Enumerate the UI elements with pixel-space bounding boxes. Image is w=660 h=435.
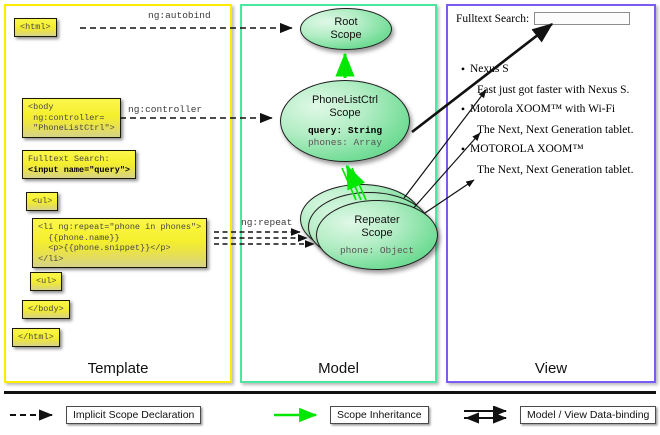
connector-label-repeat: ng:repeat bbox=[241, 217, 293, 228]
fulltext-search-input[interactable] bbox=[534, 12, 631, 25]
column-label-template: Template bbox=[87, 360, 149, 377]
scope-property-phones: phones: Array bbox=[307, 136, 383, 148]
bullet-icon: • bbox=[460, 102, 466, 116]
phonelistctrl-scope-properties: query: String phones: Array bbox=[308, 125, 382, 148]
view-search-row: Fulltext Search: bbox=[456, 12, 648, 25]
list-item[interactable]: • Nexus S Fast just got faster with Nexu… bbox=[456, 63, 648, 97]
phone-name: MOTOROLA XOOM™ bbox=[470, 143, 584, 155]
legend-label: Model / View Data-binding bbox=[520, 406, 657, 424]
repeater-scope-properties: phone: Object bbox=[340, 245, 414, 257]
phone-name-row: • MOTOROLA XOOM™ bbox=[456, 143, 648, 156]
phone-name: Nexus S bbox=[470, 63, 509, 75]
code-box-fulltext-search: Fulltext Search: <input name="query"> bbox=[22, 150, 137, 179]
code-box-ul-close: <ul> bbox=[30, 272, 63, 291]
legend-divider bbox=[4, 391, 656, 394]
legend-label: Implicit Scope Declaration bbox=[66, 406, 202, 424]
code-box-ul-open: <ul> bbox=[26, 192, 59, 211]
legend-item-implicit-scope-declaration: Implicit Scope Declaration bbox=[8, 406, 202, 424]
code-box-body-open: <body ng:controller= "PhoneListCtrl"> bbox=[22, 98, 121, 138]
column-label-model: Model bbox=[318, 360, 359, 377]
phone-snippet: The Next, Next Generation tablet. bbox=[477, 124, 634, 136]
connector-label-controller: ng:controller bbox=[128, 104, 203, 115]
legend-item-scope-inheritance: Scope Inheritance bbox=[272, 406, 429, 424]
phone-name: Motorola XOOM™ with Wi-Fi bbox=[470, 103, 616, 115]
list-item[interactable]: • MOTOROLA XOOM™ The Next, Next Generati… bbox=[456, 143, 648, 177]
green-arrow-icon bbox=[274, 407, 318, 423]
double-arrow-icon bbox=[464, 406, 507, 424]
bullet-icon: • bbox=[460, 62, 466, 76]
bullet-icon: • bbox=[460, 142, 466, 156]
phone-name-row: • Motorola XOOM™ with Wi-Fi bbox=[456, 103, 648, 116]
view-search-label: Fulltext Search: bbox=[456, 12, 530, 25]
scope-property-query: query: String bbox=[307, 125, 383, 136]
code-box-li-repeat: <li ng:repeat="phone in phones"> {{phone… bbox=[32, 218, 208, 268]
dashed-arrow-icon bbox=[10, 409, 53, 421]
code-box-html-open: <html> bbox=[14, 18, 57, 37]
scope-property-phone: phone: Object bbox=[339, 244, 415, 256]
search-box-label: Fulltext Search: bbox=[28, 154, 110, 164]
code-box-html-close: </html> bbox=[12, 328, 60, 347]
phone-snippet: The Next, Next Generation tablet. bbox=[477, 164, 634, 176]
column-label-view: View bbox=[534, 360, 568, 377]
code-box-body-close: </body> bbox=[22, 300, 70, 319]
phone-list: • Nexus S Fast just got faster with Nexu… bbox=[456, 63, 648, 177]
view-content: Fulltext Search: • Nexus S Fast just got… bbox=[456, 12, 648, 183]
legend-item-model-view-data-binding: Model / View Data-binding bbox=[462, 406, 657, 424]
phone-snippet: Fast just got faster with Nexus S. bbox=[477, 84, 630, 96]
connector-label-autobind: ng:autobind bbox=[148, 10, 211, 21]
phone-name-row: • Nexus S bbox=[456, 63, 648, 76]
legend-label: Scope Inheritance bbox=[330, 406, 429, 424]
search-box-input-code: <input name="query"> bbox=[28, 164, 131, 175]
list-item[interactable]: • Motorola XOOM™ with Wi-Fi The Next, Ne… bbox=[456, 103, 648, 137]
legend: Implicit Scope Declaration Scope Inherit… bbox=[0, 398, 660, 434]
